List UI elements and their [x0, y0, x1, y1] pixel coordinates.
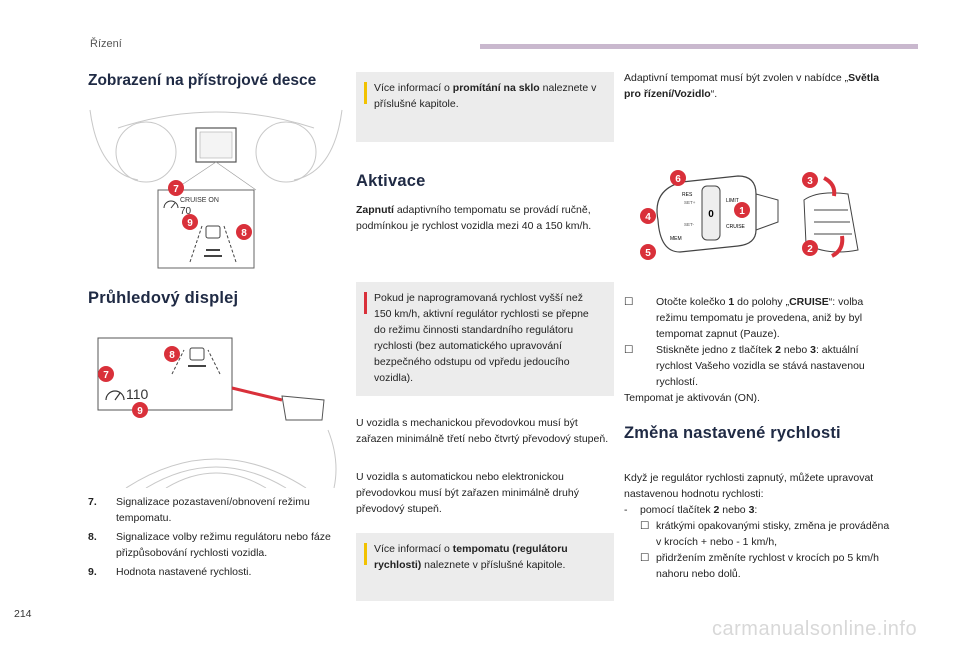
hud-speed: 110	[126, 386, 149, 402]
auto-gearbox-text: U vozidla s automatickou nebo elektronic…	[356, 471, 579, 515]
legend-text: Hodnota nastavené rychlosti.	[116, 566, 252, 578]
svg-text:5: 5	[645, 248, 651, 259]
res-label: RES	[682, 192, 693, 198]
instrument-panel-figure: CRUISE ON 70 7 9 8	[89, 109, 343, 269]
svg-text:3: 3	[807, 176, 813, 187]
callout-4: 4	[640, 208, 656, 224]
callout-3: 3	[802, 172, 818, 188]
section-title: Řízení	[90, 38, 122, 50]
activated-text: Tempomat je aktivován (ON).	[624, 392, 760, 404]
svg-text:7: 7	[103, 370, 109, 381]
header-accent-bar	[480, 44, 918, 49]
hud-lane-car-icon	[171, 347, 221, 375]
heading-activation: Aktivace	[356, 172, 426, 190]
hud-speedometer-icon	[105, 390, 125, 401]
change-speed-intro: Když je regulátor rychlosti zapnutý, můž…	[624, 472, 874, 500]
legend-num: 8.	[88, 531, 97, 543]
warning-bar	[364, 292, 367, 314]
info-box-cruise: Více informací o tempomatu (regulátoru r…	[356, 533, 614, 601]
change-speed-text: Když je regulátor rychlosti zapnutý, můž…	[624, 470, 894, 582]
dash-item: -pomocí tlačítek 2 nebo 3:	[624, 504, 758, 516]
fig1-speed: 70	[180, 206, 192, 217]
callout-5: 5	[640, 244, 656, 260]
page-number: 214	[14, 608, 32, 620]
menu-intro-text: Adaptivní tempomat musí být zvolen v nab…	[624, 72, 880, 100]
info-bar	[364, 543, 367, 565]
callout-8: 8	[164, 346, 180, 362]
checkbox-icon: ☐	[640, 552, 650, 564]
legend-num: 9.	[88, 566, 97, 578]
svg-text:8: 8	[169, 350, 175, 361]
sub-item-2: ☐přidržením změníte rychlost v krocích p…	[640, 552, 879, 580]
callout-1: 1	[734, 202, 750, 218]
warning-box: Pokud je naprogramovaná rychlost vyšší n…	[356, 282, 614, 396]
legend-num: 7.	[88, 496, 97, 508]
info-box-hud: Více informací o promítání na sklo nalez…	[356, 72, 614, 142]
step-2: ☐Stiskněte jedno z tlačítek 2 nebo 3: ak…	[624, 344, 865, 388]
activation-steps: ☐Otočte kolečko 1 do polohy „CRUISE“: vo…	[624, 294, 894, 406]
svg-text:4: 4	[645, 212, 651, 223]
warning-text: Pokud je naprogramovaná rychlost vyšší n…	[374, 292, 589, 384]
svg-text:7: 7	[173, 184, 179, 195]
svg-text:9: 9	[187, 218, 193, 229]
callout-8: 8	[236, 224, 252, 240]
sub-item-1: ☐krátkými opakovanými stisky, změna je p…	[640, 520, 890, 548]
callout-7: 7	[98, 366, 114, 382]
hud-figure: 110 8 7 9	[97, 337, 337, 488]
callout-6: 6	[670, 170, 686, 186]
cruise-on-label: CRUISE ON	[180, 197, 219, 204]
set-minus-label: SET-	[684, 222, 695, 227]
step-1: ☐Otočte kolečko 1 do polohy „CRUISE“: vo…	[624, 296, 864, 340]
cruise-label: CRUISE	[726, 224, 746, 230]
activation-text: Zapnutí adaptivního tempomatu se provádí…	[356, 204, 592, 232]
manual-gearbox-text: U vozidla s mechanickou převodovkou musí…	[356, 417, 609, 445]
callout-9: 9	[182, 214, 198, 230]
svg-text:2: 2	[807, 244, 813, 255]
set-plus-label: SET+	[684, 200, 696, 205]
mem-label: MEM	[670, 236, 682, 242]
heading-instrument-panel: Zobrazení na přístrojové desce	[88, 72, 317, 89]
cruise-stalk-figure: 0 LIMIT CRUISE MEM SET+ SET- RES 6 3 4 1…	[640, 170, 859, 260]
svg-text:1: 1	[739, 206, 745, 217]
info-text: Více informací o promítání na sklo nalez…	[374, 82, 597, 110]
checkbox-icon: ☐	[640, 520, 650, 532]
callout-2: 2	[802, 240, 818, 256]
svg-text:6: 6	[675, 174, 681, 185]
limit-label: LIMIT	[726, 198, 739, 204]
legend-text: Signalizace volby režimu regulátoru nebo…	[116, 531, 331, 559]
heading-change-speed: Změna nastavené rychlosti	[624, 424, 841, 442]
checkbox-icon: ☐	[624, 296, 634, 308]
info-bar	[364, 82, 367, 104]
callout-9: 9	[132, 402, 148, 418]
svg-text:8: 8	[241, 228, 247, 239]
legend-text: Signalizace pozastavení/obnovení režimu …	[116, 496, 310, 524]
legend-list: 7. Signalizace pozastavení/obnovení reži…	[88, 494, 343, 584]
checkbox-icon: ☐	[624, 344, 634, 356]
wheel-zero-label: 0	[708, 209, 714, 220]
svg-text:9: 9	[137, 406, 143, 417]
speedometer-icon	[163, 200, 179, 209]
lane-car-icon	[189, 225, 237, 263]
heading-hud: Průhledový displej	[88, 289, 239, 307]
watermark: carmanualsonline.info	[712, 618, 918, 640]
callout-7: 7	[168, 180, 184, 196]
info-text: Více informací o tempomatu (regulátoru r…	[374, 543, 568, 571]
